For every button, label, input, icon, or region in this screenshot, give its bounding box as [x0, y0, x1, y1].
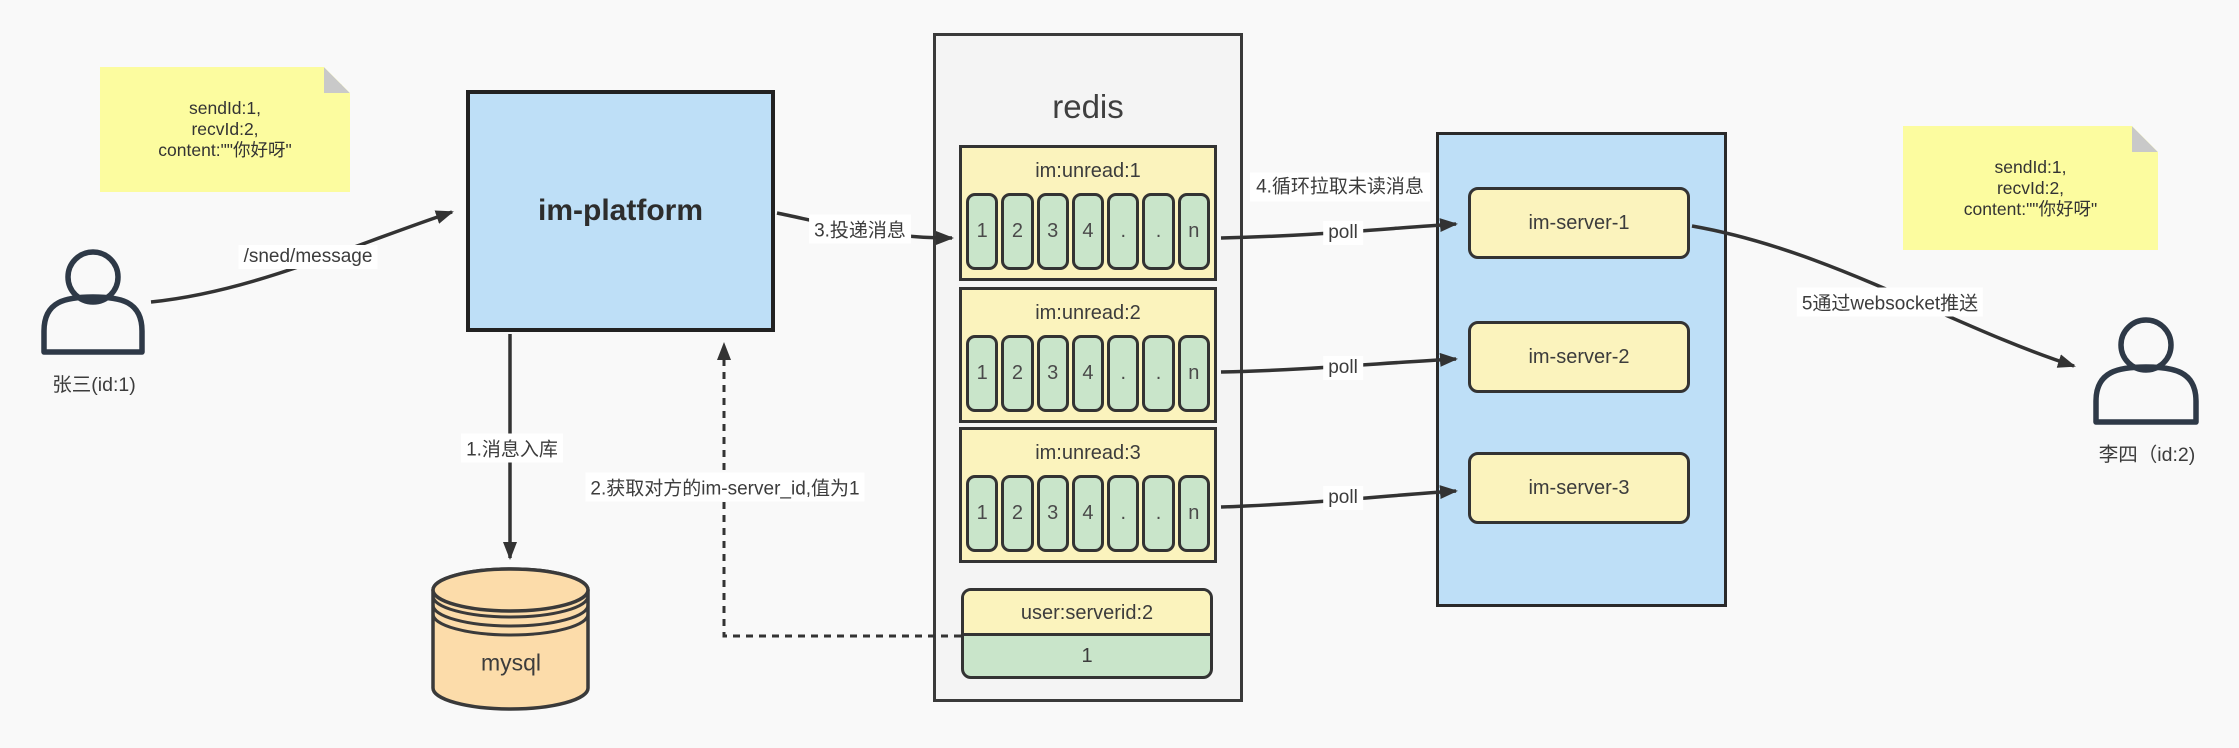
queue-cell: . [1142, 475, 1175, 552]
note-line: sendId:1, [189, 98, 261, 118]
queue-cell: 1 [966, 475, 999, 552]
queue-cell: 2 [1001, 335, 1034, 412]
note-fold-corner [2132, 126, 2158, 152]
person-sender-icon [41, 249, 145, 355]
queue-cell: 1 [966, 335, 999, 412]
im-server-2-box: im-server-2 [1468, 321, 1690, 393]
im-server-label: im-server-3 [1528, 476, 1630, 499]
queue-cells: 1 2 3 4 . . n [962, 193, 1214, 270]
queue-cell: n [1177, 193, 1210, 270]
redis-queue-unread-2: im:unread:2 1 2 3 4 . . n [959, 287, 1217, 423]
redis-container: redis im:unread:1 1 2 3 4 . . n im:unrea… [933, 33, 1243, 702]
queue-cell: 2 [1001, 193, 1034, 270]
map-title: user:serverid:2 [964, 591, 1210, 636]
label-get-server-id: 2.获取对方的im-server_id,值为1 [585, 472, 865, 502]
queue-cell: 1 [966, 193, 999, 270]
note-line: recvId:2, [191, 119, 259, 139]
queue-cell: 3 [1036, 335, 1069, 412]
map-value: 1 [1081, 645, 1093, 667]
mysql-cylinder-icon [431, 567, 590, 711]
label-poll-2: poll [1323, 356, 1363, 380]
queue-cell: 4 [1071, 335, 1105, 412]
redis-user-serverid-map: user:serverid:2 1 [961, 588, 1213, 679]
queue-cell: n [1177, 475, 1210, 552]
queue-cells: 1 2 3 4 . . n [962, 475, 1214, 552]
queue-cell: n [1177, 335, 1210, 412]
im-platform-box: im-platform [466, 90, 775, 332]
im-server-label: im-server-1 [1528, 211, 1630, 234]
im-platform-label: im-platform [538, 194, 703, 227]
queue-cell: 3 [1036, 475, 1069, 552]
redis-title: redis [1052, 88, 1124, 125]
note-fold-corner [324, 67, 350, 93]
label-send-message: /sned/message [238, 245, 378, 269]
receiver-label: 李四（id:2) [2098, 444, 2196, 466]
redis-queue-unread-3: im:unread:3 1 2 3 4 . . n [959, 427, 1217, 563]
label-poll-note: 4.循环拉取未读消息 [1250, 172, 1430, 202]
label-deliver: 3.投递消息 [809, 214, 911, 244]
queue-cell: . [1142, 193, 1175, 270]
queue-title: im:unread:1 [1035, 160, 1141, 182]
im-server-3-box: im-server-3 [1468, 452, 1690, 524]
queue-title: im:unread:3 [1035, 442, 1141, 464]
label-store-db: 1.消息入库 [461, 433, 563, 463]
queue-cell: . [1107, 475, 1140, 552]
note-line: recvId:2, [1996, 177, 2065, 198]
sender-label: 张三(id:1) [52, 374, 136, 396]
queue-cell: . [1142, 335, 1175, 412]
label-poll-1: poll [1323, 221, 1363, 245]
queue-cell: 3 [1036, 193, 1069, 270]
queue-title: im:unread:2 [1035, 302, 1141, 324]
queue-cell: 2 [1001, 475, 1034, 552]
mysql-label: mysql [480, 649, 542, 676]
im-server-1-box: im-server-1 [1468, 187, 1690, 259]
queue-cell: 4 [1071, 475, 1105, 552]
redis-queue-unread-1: im:unread:1 1 2 3 4 . . n [959, 145, 1217, 281]
im-server-cluster: im-server-1 im-server-2 im-server-3 [1436, 132, 1727, 607]
queue-cell: 4 [1071, 193, 1105, 270]
note-line: content:""你好呀" [158, 140, 292, 160]
sticky-note-sender-message: sendId:1, recvId:2, content:""你好呀" [100, 67, 350, 192]
label-poll-3: poll [1323, 486, 1363, 510]
queue-cells: 1 2 3 4 . . n [962, 335, 1214, 412]
queue-cell: . [1107, 335, 1140, 412]
person-receiver-icon [2093, 317, 2199, 425]
note-line: content:""你好呀" [1963, 198, 2098, 219]
im-server-label: im-server-2 [1528, 345, 1630, 368]
note-line: sendId:1, [1994, 156, 2067, 177]
queue-cell: . [1107, 193, 1140, 270]
sticky-note-receiver-message: sendId:1, recvId:2, content:""你好呀" [1903, 126, 2158, 250]
label-websocket-push: 5通过websocket推送 [1796, 287, 1984, 317]
